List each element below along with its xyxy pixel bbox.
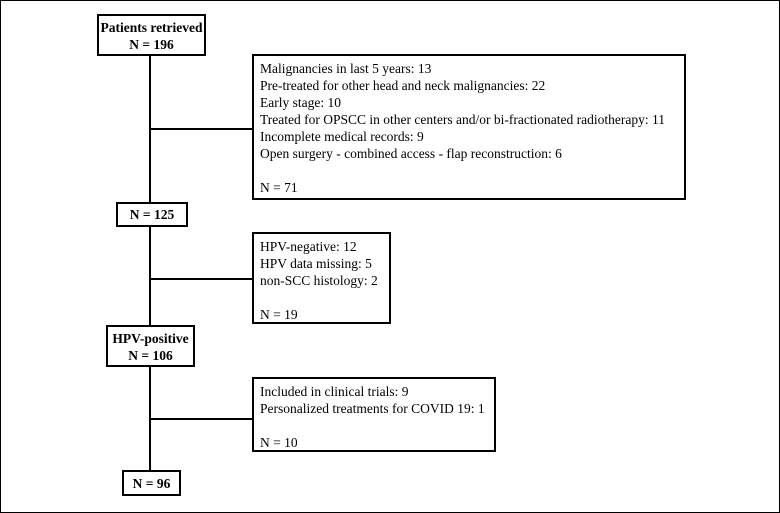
branch-line-second — [150, 278, 254, 280]
final-cohort-box: N = 96 — [122, 470, 181, 496]
exclusion-third-total: N = 10 — [260, 435, 298, 450]
patients-retrieved-title: Patients retrieved — [100, 20, 203, 35]
exclusion-second-item: non-SCC histology: 2 — [260, 273, 378, 288]
exclusion-third-item: Included in clinical trials: 9 — [260, 384, 409, 399]
exclusion-second-total: N = 19 — [260, 307, 298, 322]
main-flow-line — [149, 54, 151, 472]
hpv-positive-count: N = 106 — [128, 348, 173, 363]
exclusion-first-item: Incomplete medical records: 9 — [260, 129, 424, 144]
exclusion-second-item: HPV-negative: 12 — [260, 239, 357, 254]
after-first-exclusion-count: N = 125 — [129, 207, 175, 222]
exclusion-first-item: Pre-treated for other head and neck mali… — [260, 78, 546, 93]
exclusion-first-item: Open surgery - combined access - flap re… — [260, 146, 562, 161]
exclusion-box-first: Malignancies in last 5 years: 13 Pre-tre… — [252, 54, 686, 200]
branch-line-third — [150, 418, 254, 420]
patients-retrieved-box: Patients retrieved N = 196 — [97, 14, 206, 56]
exclusion-second-item: HPV data missing: 5 — [260, 256, 372, 271]
exclusion-box-second: HPV-negative: 12 HPV data missing: 5 non… — [252, 232, 391, 324]
final-cohort-count: N = 96 — [132, 476, 171, 491]
exclusion-first-total: N = 71 — [260, 180, 298, 195]
hpv-positive-title: HPV-positive — [112, 331, 189, 346]
exclusion-third-item: Personalized treatments for COVID 19: 1 — [260, 401, 485, 416]
exclusion-first-item: Early stage: 10 — [260, 95, 341, 110]
exclusion-first-item: Malignancies in last 5 years: 13 — [260, 61, 432, 76]
exclusion-first-item: Treated for OPSCC in other centers and/o… — [260, 112, 666, 127]
patients-retrieved-count: N = 196 — [129, 37, 174, 52]
after-first-exclusion-box: N = 125 — [116, 202, 188, 227]
branch-line-first — [150, 128, 254, 130]
hpv-positive-box: HPV-positive N = 106 — [106, 325, 195, 367]
exclusion-box-third: Included in clinical trials: 9 Personali… — [252, 377, 496, 452]
